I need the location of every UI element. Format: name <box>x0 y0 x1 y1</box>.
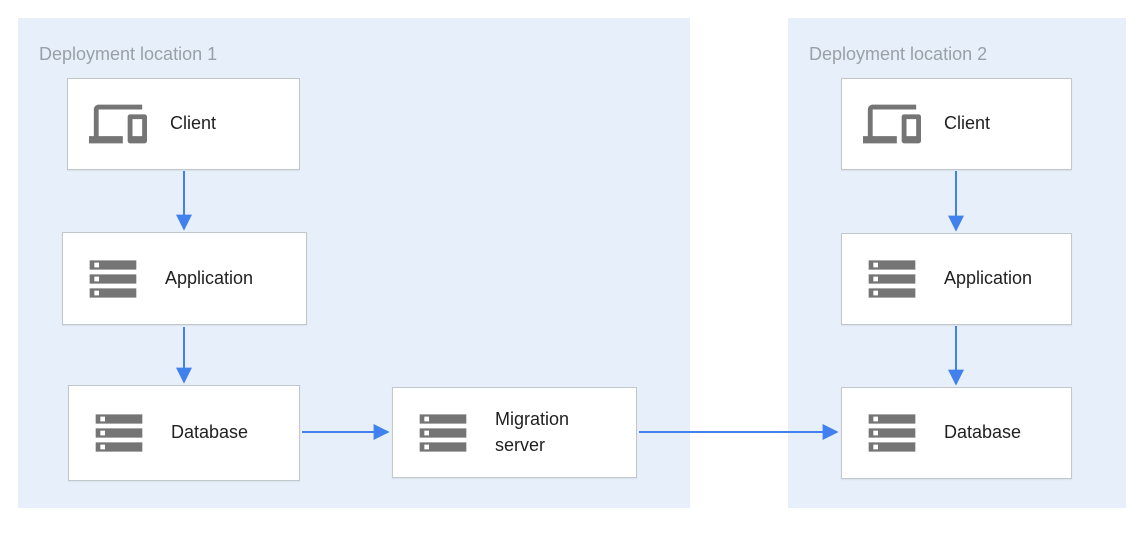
node-label: Application <box>944 268 1033 289</box>
node-database-2: Database <box>841 387 1072 479</box>
node-label: Migration server <box>495 409 570 455</box>
node-application-2: Application <box>841 233 1072 325</box>
node-label: Application <box>165 267 254 288</box>
node-application-1: Application <box>62 232 307 325</box>
storage-icon <box>413 405 473 461</box>
region-title: Deployment location 2 <box>809 44 988 64</box>
node-label: Database <box>944 422 1022 443</box>
storage-icon <box>862 405 922 461</box>
node-migration-server: Migration server <box>392 387 637 478</box>
node-database-1: Database <box>68 385 300 481</box>
devices-icon <box>862 95 922 153</box>
node-client-2: Client <box>841 78 1072 170</box>
node-label: Client <box>944 113 991 134</box>
storage-icon <box>83 251 143 307</box>
node-label: Client <box>170 113 217 134</box>
region-title: Deployment location 1 <box>39 44 218 64</box>
node-label: Database <box>171 422 249 443</box>
storage-icon <box>89 405 149 461</box>
devices-icon <box>88 95 148 153</box>
node-client-1: Client <box>67 78 300 170</box>
storage-icon <box>862 251 922 307</box>
